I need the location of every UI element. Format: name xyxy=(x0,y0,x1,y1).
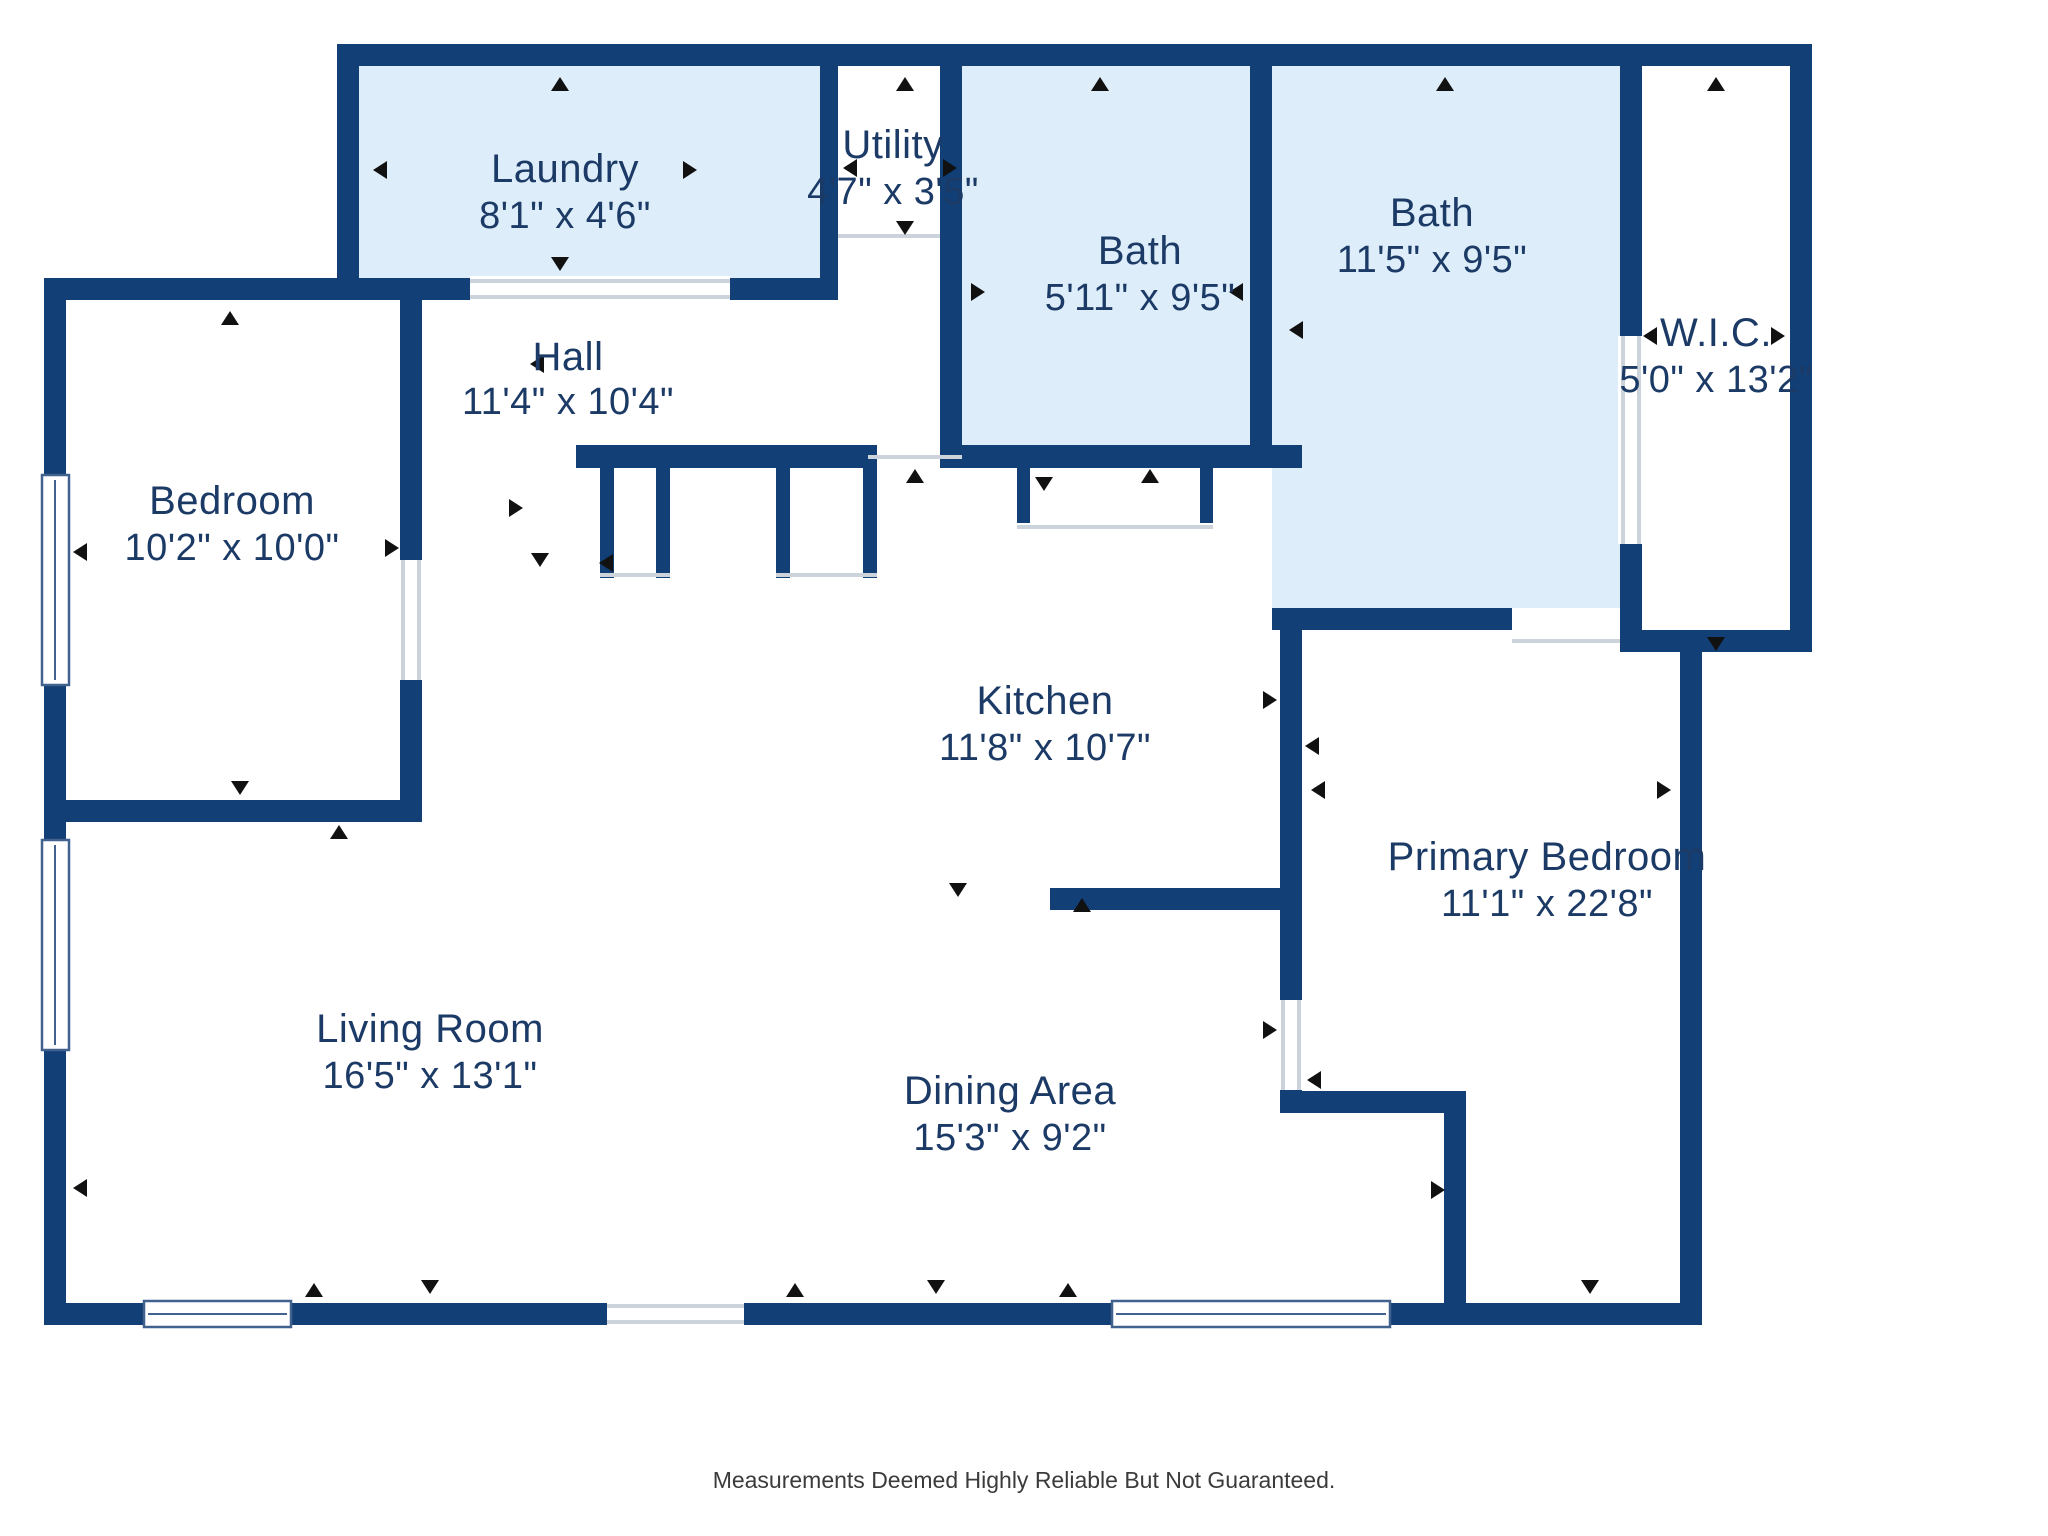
laundry-dims: 8'1" x 4'6" xyxy=(479,195,651,237)
dimension-marker-arrow xyxy=(896,221,914,235)
dimension-marker-arrow xyxy=(599,554,613,572)
dimension-marker-arrow xyxy=(1091,77,1109,91)
dimension-marker-arrow xyxy=(943,159,957,177)
dimension-marker-arrow xyxy=(1707,637,1725,651)
dimension-marker-arrow xyxy=(843,159,857,177)
bath-small-dims: 5'11" x 9'5" xyxy=(1045,277,1235,319)
bedroom-window xyxy=(40,473,71,687)
dimension-marker-arrow xyxy=(971,283,985,301)
dimension-marker-arrow xyxy=(949,883,967,897)
bedroom-name: Bedroom xyxy=(149,479,315,523)
kitchen-dims: 11'8" x 10'7" xyxy=(939,727,1151,769)
room-labels: Laundry 8'1" x 4'6" Utility 4'7" x 3'5" … xyxy=(125,123,1813,1159)
laundry-name: Laundry xyxy=(491,147,639,191)
dimension-marker-arrow xyxy=(373,161,387,179)
dimension-marker-arrow xyxy=(906,469,924,483)
dimension-marker-arrow xyxy=(73,543,87,561)
living-room-window xyxy=(40,838,71,1052)
dimension-marker-arrow xyxy=(1059,1283,1077,1297)
room-label-primary-bedroom: Primary Bedroom 11'1" x 22'8" xyxy=(1388,835,1707,925)
dimension-marker-arrow xyxy=(1307,1071,1321,1089)
hall-name: Hall xyxy=(533,335,604,379)
dimension-marker-arrow xyxy=(1771,327,1785,345)
dimension-markers xyxy=(73,77,1785,1297)
footer-disclaimer: Measurements Deemed Highly Reliable But … xyxy=(713,1467,1336,1493)
dimension-marker-arrow xyxy=(385,539,399,557)
room-label-kitchen: Kitchen 11'8" x 10'7" xyxy=(939,679,1151,769)
dimension-marker-arrow xyxy=(683,161,697,179)
dimension-marker-arrow xyxy=(421,1280,439,1294)
bath-small-fill xyxy=(962,66,1250,445)
dimension-marker-arrow xyxy=(231,781,249,795)
dimension-marker-arrow xyxy=(1141,469,1159,483)
dimension-marker-arrow xyxy=(1707,77,1725,91)
living-room-bottom-window xyxy=(142,1299,293,1329)
room-label-utility: Utility 4'7" x 3'5" xyxy=(807,123,979,213)
dimension-marker-arrow xyxy=(1581,1280,1599,1294)
dimension-marker-arrow xyxy=(531,553,549,567)
primary-bedroom-name: Primary Bedroom xyxy=(1388,835,1707,879)
dimension-marker-arrow xyxy=(1073,898,1091,912)
dining-area-name: Dining Area xyxy=(904,1069,1117,1113)
living-room-dims: 16'5" x 13'1" xyxy=(323,1055,538,1097)
room-fills xyxy=(359,66,1620,608)
bath-large-name: Bath xyxy=(1390,191,1474,235)
room-label-dining-area: Dining Area 15'3" x 9'2" xyxy=(904,1069,1117,1159)
dimension-marker-arrow xyxy=(509,499,523,517)
bath-small-name: Bath xyxy=(1098,229,1182,273)
utility-dims: 4'7" x 3'5" xyxy=(807,171,979,213)
dimension-marker-arrow xyxy=(1431,1181,1445,1199)
kitchen-name: Kitchen xyxy=(977,679,1114,723)
dimension-marker-arrow xyxy=(551,77,569,91)
living-room-name: Living Room xyxy=(316,1007,544,1051)
dimension-marker-arrow xyxy=(330,825,348,839)
wic-name: W.I.C. xyxy=(1660,311,1772,355)
dimension-marker-arrow xyxy=(1311,781,1325,799)
wic-dims: 5'0" x 13'2" xyxy=(1619,359,1812,401)
laundry-fill xyxy=(359,66,820,278)
dimension-marker-arrow xyxy=(305,1283,323,1297)
room-label-wic: W.I.C. 5'0" x 13'2" xyxy=(1619,311,1812,401)
dimension-marker-arrow xyxy=(551,257,569,271)
dining-area-dims: 15'3" x 9'2" xyxy=(913,1117,1106,1159)
hall-dims: 11'4" x 10'4" xyxy=(462,381,674,423)
primary-bedroom-dims: 11'1" x 22'8" xyxy=(1441,883,1653,925)
dimension-marker-arrow xyxy=(1643,327,1657,345)
room-label-bath-large: Bath 11'5" x 9'5" xyxy=(1337,191,1527,281)
dimension-marker-arrow xyxy=(1436,77,1454,91)
room-label-living-room: Living Room 16'5" x 13'1" xyxy=(316,1007,544,1097)
dimension-marker-arrow xyxy=(1263,691,1277,709)
dimension-marker-arrow xyxy=(1263,1021,1277,1039)
door-openings xyxy=(398,234,1644,1327)
dimension-marker-arrow xyxy=(786,1283,804,1297)
room-label-bath-small: Bath 5'11" x 9'5" xyxy=(1045,229,1235,319)
dimension-marker-arrow xyxy=(530,355,544,373)
bath-large-dims: 11'5" x 9'5" xyxy=(1337,239,1527,281)
room-label-laundry: Laundry 8'1" x 4'6" xyxy=(479,147,651,237)
room-label-hall: Hall 11'4" x 10'4" xyxy=(462,335,674,423)
dimension-marker-arrow xyxy=(221,311,239,325)
dimension-marker-arrow xyxy=(896,77,914,91)
bath-large-fill xyxy=(1272,66,1620,608)
dimension-marker-arrow xyxy=(1305,737,1319,755)
dimension-marker-arrow xyxy=(927,1280,945,1294)
dimension-marker-arrow xyxy=(1289,321,1303,339)
bedroom-dims: 10'2" x 10'0" xyxy=(125,527,340,569)
dimension-marker-arrow xyxy=(73,1179,87,1197)
dimension-marker-arrow xyxy=(1657,781,1671,799)
dining-bottom-window xyxy=(1110,1299,1392,1329)
utility-name: Utility xyxy=(842,123,943,167)
dimension-marker-arrow xyxy=(1229,283,1243,301)
room-label-bedroom: Bedroom 10'2" x 10'0" xyxy=(125,479,340,569)
dimension-marker-arrow xyxy=(1035,477,1053,491)
windows xyxy=(40,473,1392,1329)
